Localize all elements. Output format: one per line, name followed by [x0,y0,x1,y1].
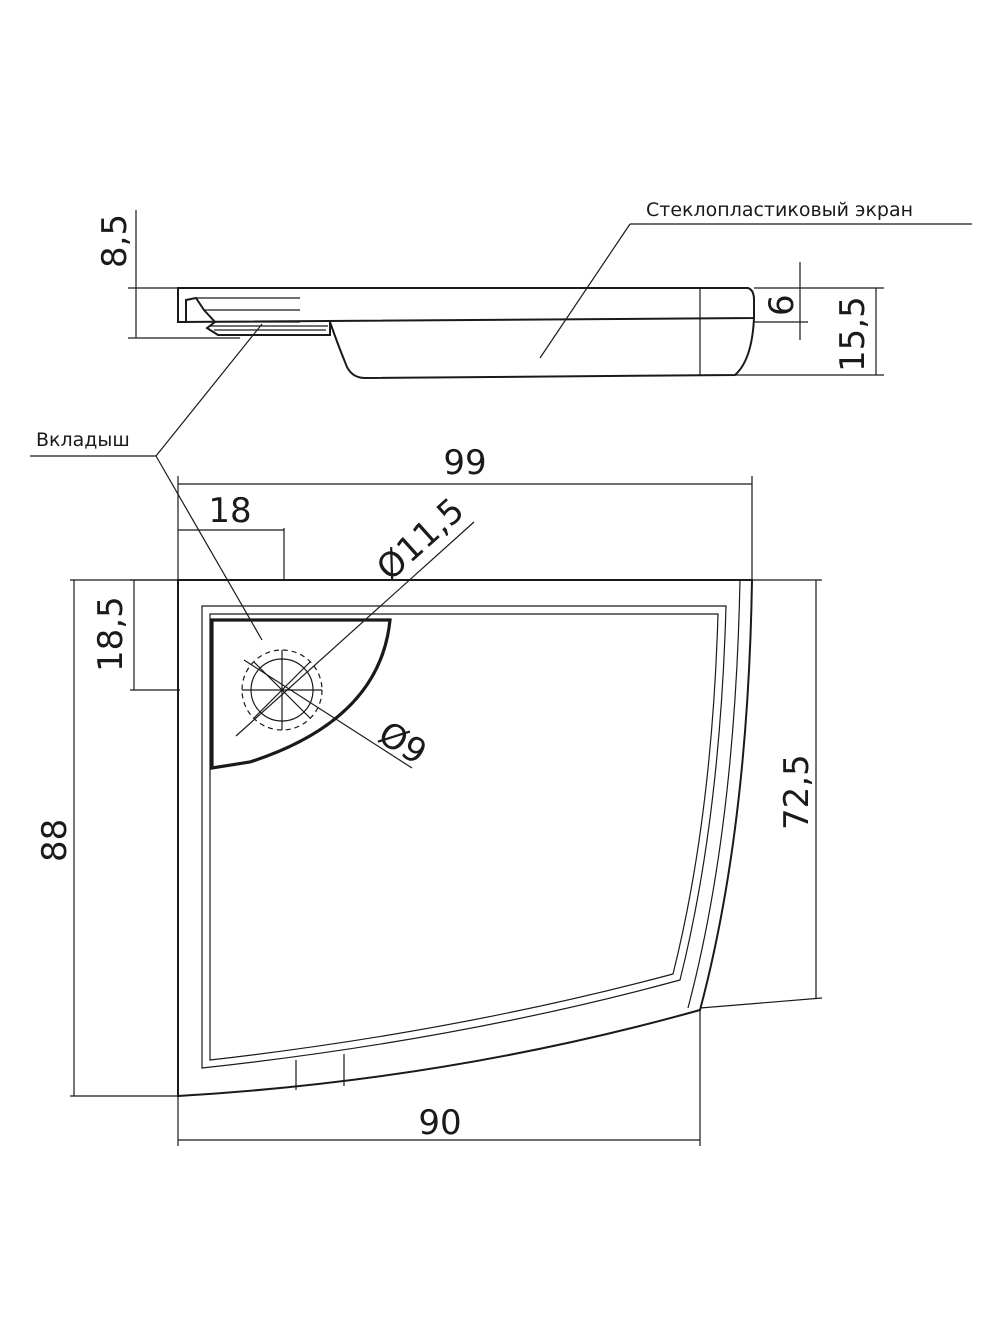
dim-18-5: 18,5 [91,596,131,672]
side-rim [177,287,755,324]
dim-drain-inner: Ø9 [371,714,433,774]
dim-88: 88 [35,819,75,862]
plan-view: Ø11,5 Ø9 99 18 18,5 88 72,5 90 [35,443,823,1146]
plan-outer [177,579,754,1098]
plan-wall-inner [687,579,741,1009]
dim-15-5: 15,5 [833,296,873,372]
leader-insert-to-plan [155,455,263,641]
leader-screen [539,223,631,359]
side-hook-hatch [196,297,300,323]
plan-tray-outer [201,605,727,1069]
side-drain-hatch [210,325,328,331]
plan-insert-panel [210,618,392,770]
side-basin [329,317,755,380]
dim-99: 99 [443,443,486,483]
side-view: 8,5 6 15,5 Стеклопластиковый экран [95,199,972,380]
leader-drain-inner [243,659,413,769]
plan-tray-inner [209,613,719,1061]
dim-72-5: 72,5 [777,754,817,830]
insert-callout: Вкладыш [30,323,263,641]
dim-6: 6 [762,294,802,316]
ext-line-72-5-bottom [699,997,823,1009]
label-insert: Вкладыш [36,429,130,451]
leader-drain-outer [235,521,475,737]
dim-8-5: 8,5 [95,214,135,268]
dim-18: 18 [208,491,251,531]
side-hook-section [177,288,331,336]
dim-drain-outer: Ø11,5 [369,490,472,588]
leader-insert-to-side [155,323,263,457]
drain-cross-d2 [253,661,311,719]
label-screen: Стеклопластиковый экран [646,199,913,221]
dim-90: 90 [418,1103,461,1143]
